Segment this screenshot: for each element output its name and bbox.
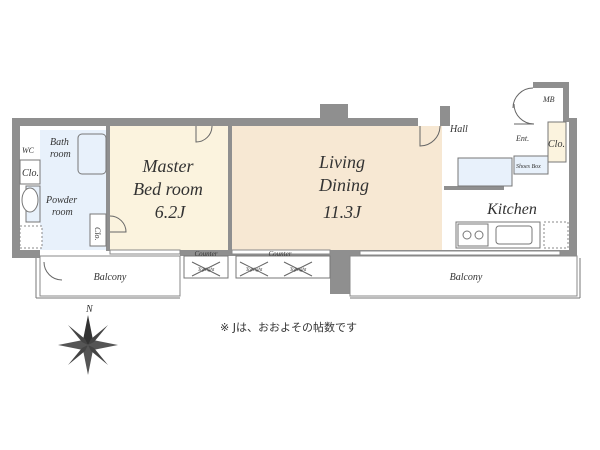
wall-mb-right: [563, 82, 569, 122]
wall-bottom-mid: [330, 250, 350, 294]
mb-label: MB: [542, 95, 555, 104]
ent-label: Ent.: [515, 134, 529, 143]
bath-label-1: Bath: [50, 137, 69, 148]
clo-bath-box: [19, 159, 41, 185]
balcony-left: [39, 255, 181, 297]
door-mb: [512, 87, 534, 109]
wall-bath-bed: [106, 126, 110, 251]
powder-label-2: room: [52, 207, 73, 218]
toplight-label-3: Toplight: [290, 268, 307, 273]
door-hall: [419, 125, 441, 147]
burner-1: [462, 230, 472, 240]
counter-left: [183, 255, 229, 279]
wall-right: [569, 118, 577, 252]
living-dining-floor: [232, 126, 442, 251]
shoes-box: [513, 155, 549, 175]
master-bedroom-floor: [110, 126, 230, 251]
wall-bottom-left: [12, 250, 40, 258]
wall-bed-living: [228, 126, 232, 251]
stove: [457, 223, 489, 247]
wall-top-left: [12, 118, 230, 126]
burner-2: [474, 230, 484, 240]
wall-left: [12, 118, 20, 258]
window-bed: [109, 249, 181, 255]
master-bed-size: 6.2J: [155, 202, 187, 222]
wall-column-top: [320, 104, 348, 126]
bathtub: [77, 133, 107, 175]
counter-right-label: Counter: [269, 250, 292, 258]
wall-top-living: [348, 118, 418, 126]
master-bed-label-2: Bed room: [133, 179, 203, 199]
hall-fixture: [457, 157, 513, 187]
kitchen-label: Kitchen: [486, 201, 537, 218]
compass-rose-icon: [58, 315, 118, 375]
compass-north-label: N: [85, 304, 94, 315]
living-label-2: Dining: [318, 175, 369, 195]
toilet: [21, 187, 39, 213]
clo-powder-box: [89, 213, 107, 247]
laundry-box: [19, 225, 43, 249]
powder-label-1: Powder: [45, 195, 77, 206]
master-bed-label-1: Master: [142, 156, 195, 176]
wall-mb-top: [533, 82, 569, 88]
clo-ent-box: [547, 121, 567, 163]
balcony-left-label: Balcony: [94, 272, 127, 283]
sink: [495, 225, 533, 245]
door-bed: [109, 215, 127, 233]
kitchen-counter: [455, 221, 541, 249]
wall-kitchen-top: [444, 186, 504, 190]
door-balcony-left: [43, 261, 63, 281]
window-living: [231, 249, 331, 255]
wall-top-middle: [230, 118, 320, 126]
counter-left-label: Counter: [195, 250, 218, 258]
wall-hall-top: [440, 106, 450, 126]
living-size: 11.3J: [323, 202, 362, 222]
window-kitchen: [359, 250, 561, 256]
clo-powder-label: Clo.: [93, 227, 102, 241]
balcony-right-label: Balcony: [450, 272, 483, 283]
clo-ent-label: Clo.: [548, 139, 565, 150]
bath-label-2: room: [50, 149, 71, 160]
living-label-1: Living: [318, 152, 365, 172]
counter-right: [235, 255, 331, 279]
clo-bath-label: Clo.: [22, 168, 39, 179]
balcony-right: [349, 255, 578, 297]
door-bed-top: [195, 125, 213, 143]
hall-label: Hall: [449, 124, 468, 135]
wc-label: WC: [22, 146, 35, 155]
toplight-label-1: Toplight: [198, 268, 215, 273]
shoes-box-label: Shoes Box: [516, 164, 541, 170]
area-note: ※ Jは、おおよその帖数です: [220, 321, 357, 334]
door-entrance: [513, 103, 535, 125]
toplight-cross-icons: [191, 261, 313, 277]
toplight-label-2: Toplight: [246, 268, 263, 273]
fridge-space: [543, 221, 569, 249]
